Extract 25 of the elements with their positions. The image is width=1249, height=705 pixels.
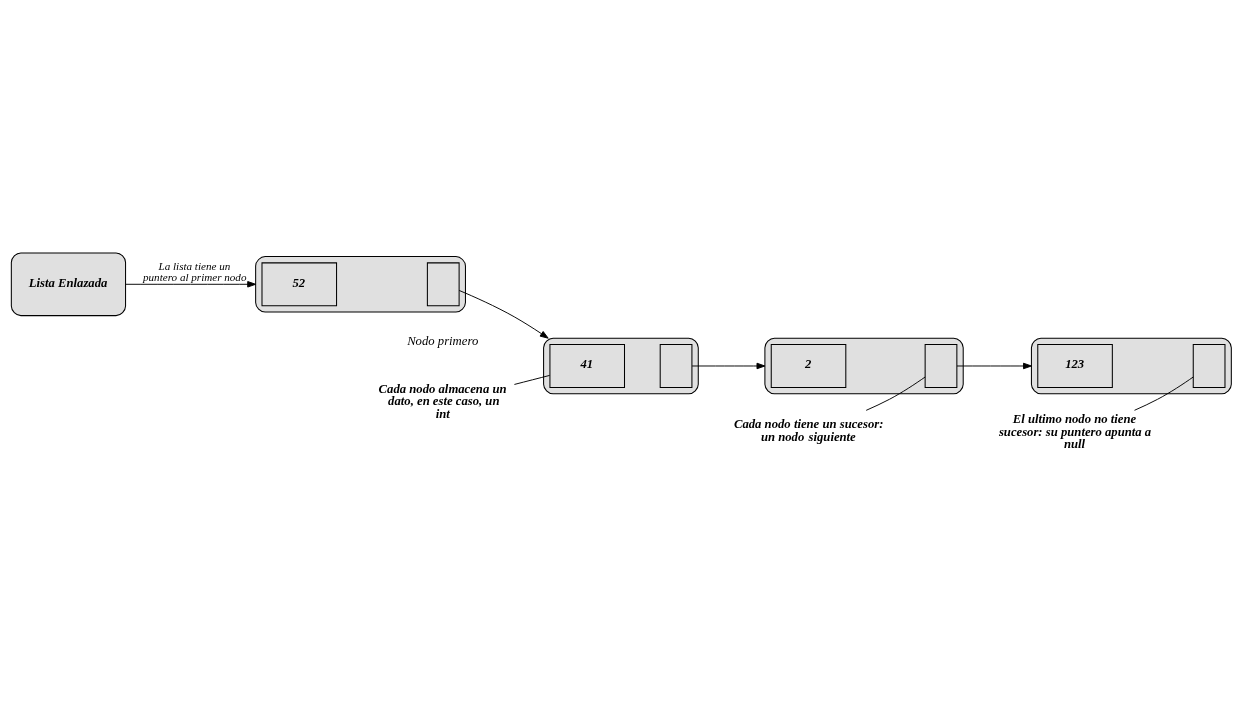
arrow bbox=[125, 281, 257, 288]
node-text: Cada nodo tiene un sucesor: un nodo siguiente bbox=[733, 417, 884, 445]
node-box: Lista Enlazada bbox=[10, 252, 127, 317]
node-text: El ultimo nodo no tiene sucesor: su puntero apunta a null bbox=[998, 411, 1152, 452]
arrow bbox=[458, 289, 549, 339]
cluster bbox=[1030, 337, 1232, 395]
connector bbox=[1134, 376, 1194, 411]
arrow bbox=[691, 362, 766, 370]
cluster bbox=[764, 337, 964, 395]
node-box bbox=[426, 262, 460, 307]
node-box: 52 bbox=[261, 262, 338, 307]
node-box bbox=[1192, 344, 1226, 388]
node-box: 41 bbox=[549, 344, 625, 388]
node-label: Nodo primero bbox=[407, 334, 479, 349]
node-box bbox=[659, 344, 693, 388]
node-box: 123 bbox=[1037, 344, 1113, 388]
connector bbox=[513, 374, 551, 385]
cluster bbox=[255, 256, 466, 313]
node-box bbox=[924, 344, 958, 388]
connector bbox=[865, 376, 926, 411]
node-text: Cada nodo almacena un dato, en este caso, un int bbox=[378, 381, 507, 422]
node-box: 2 bbox=[770, 344, 847, 388]
arrow bbox=[956, 362, 1032, 370]
edge-label: La lista tiene un puntero al primer nodo bbox=[143, 260, 247, 284]
cluster bbox=[543, 337, 699, 395]
